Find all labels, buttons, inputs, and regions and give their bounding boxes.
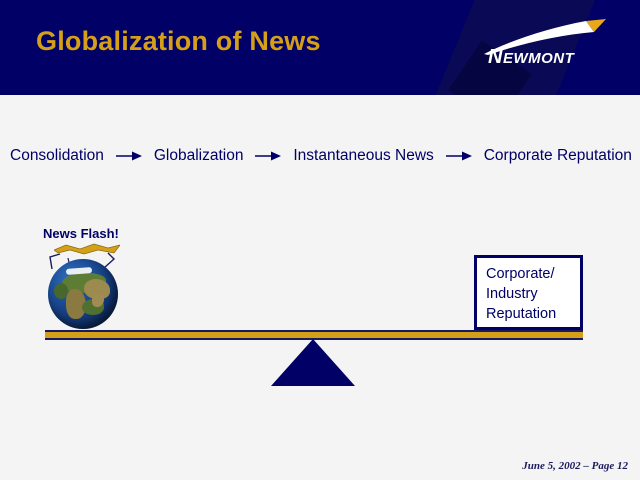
logo-swoosh-icon <box>484 19 606 55</box>
logo-wordmark: NEWMONT <box>488 46 574 69</box>
slide-header: Globalization of News NEWMONT <box>0 0 640 95</box>
logo-wordmark-rest: EWMONT <box>502 50 575 67</box>
chain-step-instantaneous-news: Instantaneous News <box>293 147 434 164</box>
landmass-northeast-asia <box>84 279 110 299</box>
landmass-west-europe <box>54 283 68 299</box>
news-flash-label: News Flash! <box>43 226 119 241</box>
news-flash-burst-icon <box>54 243 120 255</box>
reputation-line-2: Industry <box>486 286 538 302</box>
balance-beam <box>45 330 583 340</box>
logo-wordmark-lead: N <box>488 46 503 68</box>
reputation-line-1: Corporate/ <box>486 266 555 282</box>
globe-sphere <box>48 259 118 329</box>
slide-footer: June 5, 2002 – Page 12 <box>522 460 628 472</box>
reputation-line-3: Reputation <box>486 306 557 322</box>
globe-icon <box>40 243 128 331</box>
chain-step-globalization: Globalization <box>153 147 244 164</box>
chain-step-corporate-reputation: Corporate Reputation <box>483 147 632 164</box>
landmass-india <box>92 293 104 307</box>
chain-step-consolidation: Consolidation <box>10 147 104 164</box>
process-chain: Consolidation Globalization Instantaneou… <box>10 144 632 168</box>
arrow-right-icon <box>115 151 142 161</box>
triangle-fulcrum-icon <box>271 339 355 386</box>
landmass-africa <box>66 289 86 319</box>
arrow-right-icon <box>445 151 472 161</box>
newmont-logo: NEWMONT <box>482 18 612 78</box>
page-title: Globalization of News <box>36 26 321 56</box>
corporate-reputation-box: Corporate/ Industry Reputation <box>474 255 583 330</box>
arrow-right-icon <box>255 151 282 161</box>
